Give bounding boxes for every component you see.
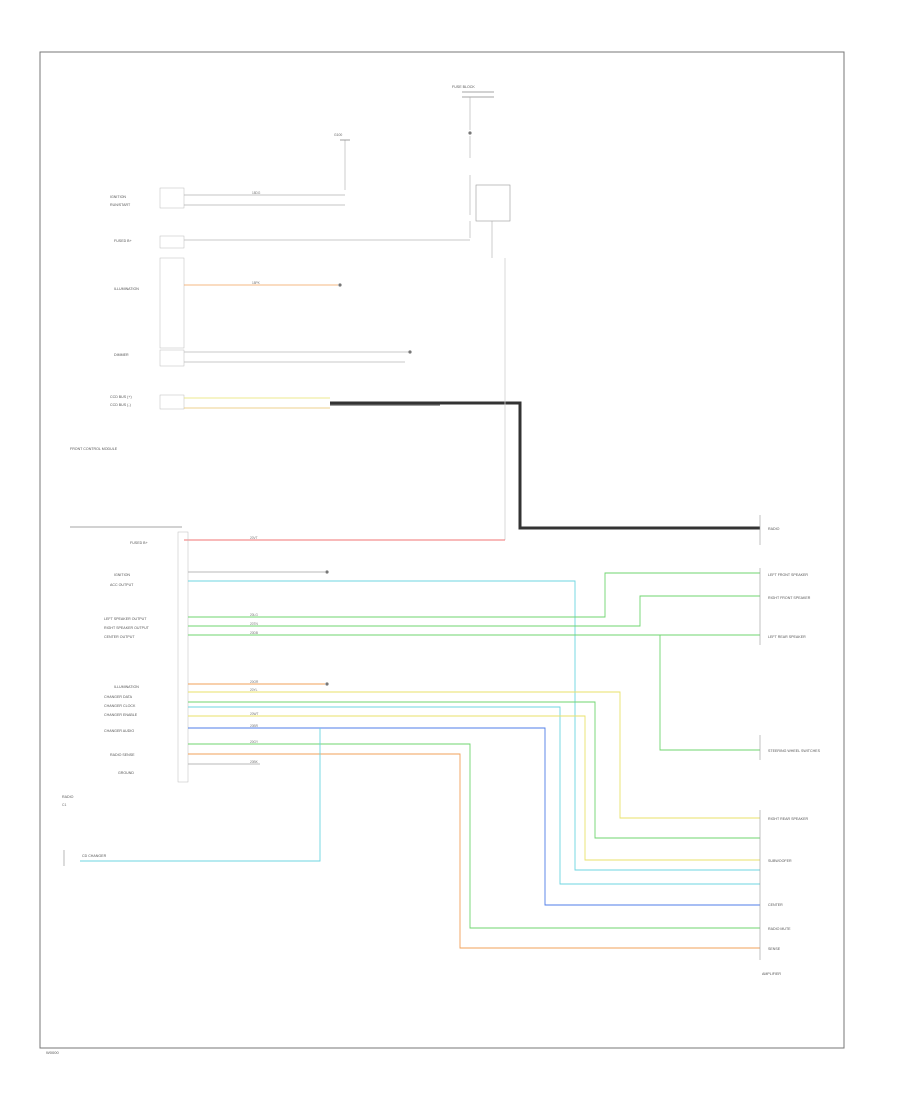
- wire-code-6: 20OR: [250, 680, 259, 684]
- wire-code-1: 18PK: [252, 281, 261, 285]
- wire-codes: 18DG 18PK 20VT 20LG 20TN 20DB 20OR 20YL …: [250, 191, 261, 764]
- cd-changer: CD CHANGER: [63, 728, 321, 866]
- lower-label-6: ILLUMINATION: [114, 685, 139, 689]
- wire-code-10: 20BK: [250, 760, 259, 764]
- lower-label-7: CHANGER DATA: [104, 695, 133, 699]
- right-label-1: LEFT FRONT SPEAKER: [768, 573, 808, 577]
- fused-b-wire: [184, 258, 506, 541]
- footer-code: W0000: [46, 1050, 59, 1055]
- right-label-7: RADIO MUTE: [768, 927, 791, 931]
- radio-connector: [70, 526, 189, 783]
- fuse-block-area: FUSE BLOCK: [452, 85, 511, 258]
- lower-label-8: CHANGER CLOCK: [104, 704, 136, 708]
- fcm-label: FRONT CONTROL MODULE: [70, 447, 118, 451]
- wire-code-9: 20BR: [250, 724, 259, 728]
- upper-label-3: ILLUMINATION: [114, 287, 139, 291]
- right-label-6: CENTER: [768, 903, 783, 907]
- right-label-2: RIGHT FRONT SPEAKER: [768, 596, 811, 600]
- upper-connector: [159, 187, 185, 410]
- lower-wires: [188, 570, 760, 949]
- upper-label-1: RUN/START: [110, 203, 131, 207]
- wire-code-8: 20WT: [250, 712, 259, 716]
- radio-sub-label: C1: [62, 803, 66, 807]
- wire-code-0: 18DG: [252, 191, 261, 195]
- wire-code-5: 20DB: [250, 631, 258, 635]
- wire-code-7: 20YL: [250, 688, 258, 692]
- wire-code-11: 20GY: [250, 740, 259, 744]
- lower-label-10: CHANGER AUDIO: [104, 729, 134, 733]
- wire-code-2: 20VT: [250, 536, 258, 540]
- ground-symbol-top: G100: [334, 133, 350, 190]
- diagram-frame: [39, 51, 845, 1049]
- upper-left-labels: IGNITION RUN/START FUSED B+ ILLUMINATION…: [70, 195, 139, 451]
- lower-label-2: ACC OUTPUT: [110, 583, 134, 587]
- lower-label-1: IGNITION: [114, 573, 130, 577]
- lower-label-4: RIGHT SPEAKER OUTPUT: [104, 626, 150, 630]
- lower-label-0: FUSED B+: [130, 541, 148, 545]
- lower-label-11: RADIO SENSE: [110, 753, 135, 757]
- upper-label-6: CCD BUS (-): [110, 403, 131, 407]
- right-label-0: RADIO: [768, 527, 780, 531]
- right-label-8: SENSE: [768, 947, 781, 951]
- upper-label-4: DIMMER: [114, 353, 129, 357]
- fuse-label: FUSE BLOCK: [452, 85, 475, 89]
- right-label-5: SUBWOOFER: [768, 859, 792, 863]
- lower-label-3: LEFT SPEAKER OUTPUT: [104, 617, 147, 621]
- upper-wires: [184, 194, 470, 409]
- amplifier-label: AMPLIFIER: [762, 972, 781, 976]
- lower-label-5: CENTER OUTPUT: [104, 635, 135, 639]
- lower-left-labels: FUSED B+ IGNITION ACC OUTPUT LEFT SPEAKE…: [62, 541, 150, 807]
- upper-label-2: FUSED B+: [114, 239, 132, 243]
- lower-label-12: GROUND: [118, 771, 134, 775]
- cd-changer-label: CD CHANGER: [82, 854, 107, 858]
- right-label-3: LEFT REAR SPEAKER: [768, 635, 806, 639]
- radio-label: RADIO: [62, 795, 74, 799]
- wire-code-4: 20TN: [250, 622, 258, 626]
- upper-label-5: CCD BUS (+): [110, 395, 132, 399]
- wire-code-3: 20LG: [250, 613, 258, 617]
- ground-label: G100: [334, 133, 342, 137]
- lower-label-9: CHANGER ENABLE: [104, 713, 138, 717]
- right-modules: RADIO LEFT FRONT SPEAKER RIGHT FRONT SPE…: [759, 515, 821, 976]
- steering-label: STEERING WHEEL SWITCHES: [768, 749, 821, 753]
- upper-label-0: IGNITION: [110, 195, 126, 199]
- ccd-bus-cable: [330, 401, 760, 530]
- right-label-4: RIGHT REAR SPEAKER: [768, 817, 808, 821]
